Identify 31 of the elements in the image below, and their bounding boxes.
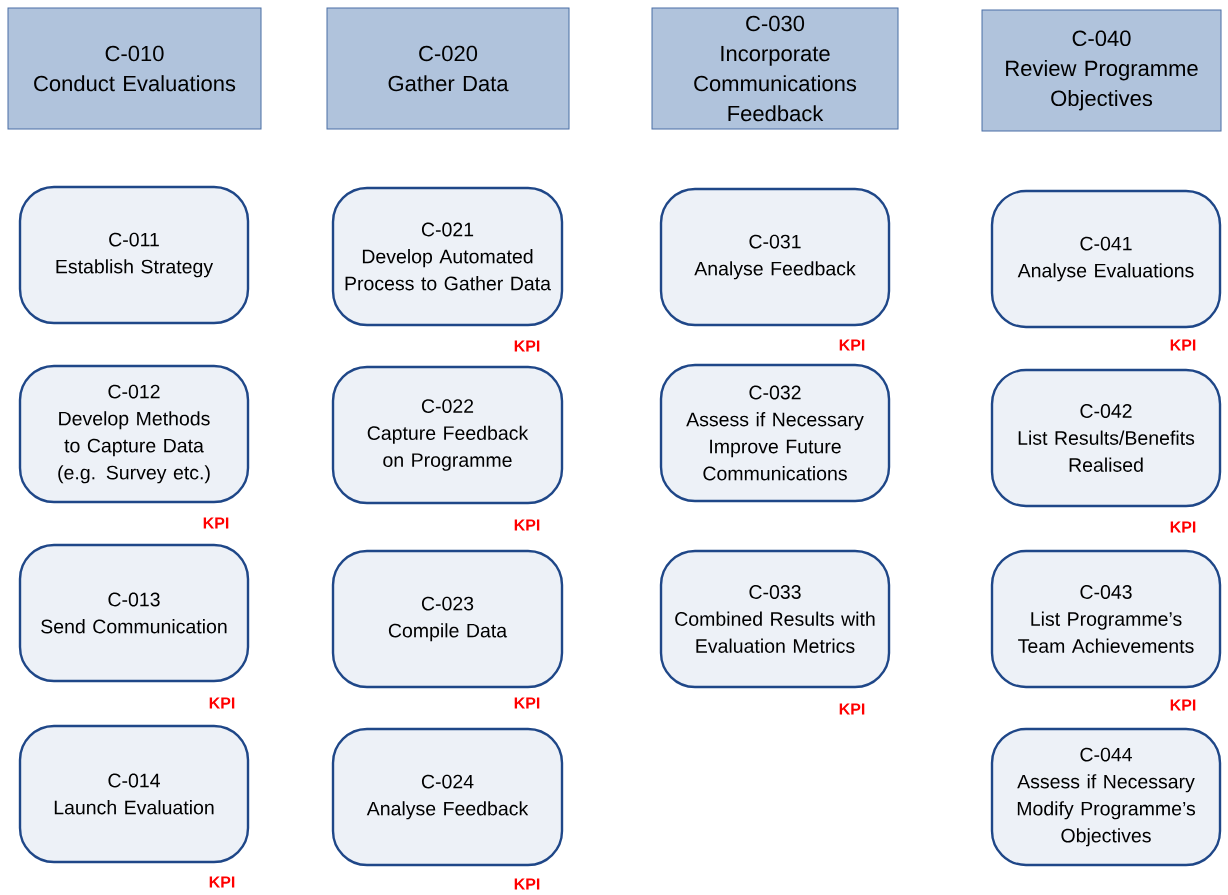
process-box: C-023 Compile Data	[331, 549, 564, 689]
kpi-label: KPI	[839, 339, 865, 351]
kpi-label: KPI	[839, 703, 865, 715]
kpi-label: KPI	[514, 519, 540, 531]
process-box: C-041 Analyse Evaluations	[990, 189, 1222, 329]
kpi-label: KPI	[203, 517, 229, 529]
kpi-label: KPI	[514, 340, 540, 352]
kpi-label: KPI	[1170, 699, 1196, 711]
process-box: C-043 List Programme’s Team Achievements	[990, 549, 1222, 689]
header-box: C-010 Conduct Evaluations	[7, 7, 262, 130]
process-box: C-022 Capture Feedback on Programme	[331, 365, 564, 505]
kpi-label: KPI	[209, 697, 235, 709]
kpi-label: KPI	[209, 876, 235, 888]
process-box: C-012 Develop Methods to Capture Data (e.g. Survey etc.)	[18, 364, 250, 504]
header-box: C-030 Incorporate Communications Feedback	[651, 7, 899, 130]
process-box: C-032 Assess if Necessary Improve Future Communications	[659, 363, 891, 503]
process-box: C-014 Launch Evaluation	[18, 724, 250, 864]
header-box: C-040 Review Programme Objectives	[981, 9, 1222, 132]
process-box: C-011 Establish Strategy	[18, 185, 250, 325]
process-box: C-042 List Results/Benefits Realised	[990, 368, 1222, 508]
kpi-label: KPI	[514, 697, 540, 709]
process-box: C-033 Combined Results with Evaluation Metrics	[659, 549, 891, 689]
header-box: C-020 Gather Data	[326, 7, 570, 130]
process-box: C-024 Analyse Feedback	[331, 727, 564, 867]
process-box: C-031 Analyse Feedback	[659, 187, 891, 327]
kpi-label: KPI	[1170, 339, 1196, 351]
process-box: C-044 Assess if Necessary Modify Programme’s Objectives	[990, 727, 1222, 867]
process-box: C-021 Develop Automated Process to Gather Data	[331, 186, 564, 327]
kpi-label: KPI	[1170, 521, 1196, 533]
kpi-label: KPI	[514, 878, 540, 890]
process-box: C-013 Send Communication	[18, 543, 250, 683]
